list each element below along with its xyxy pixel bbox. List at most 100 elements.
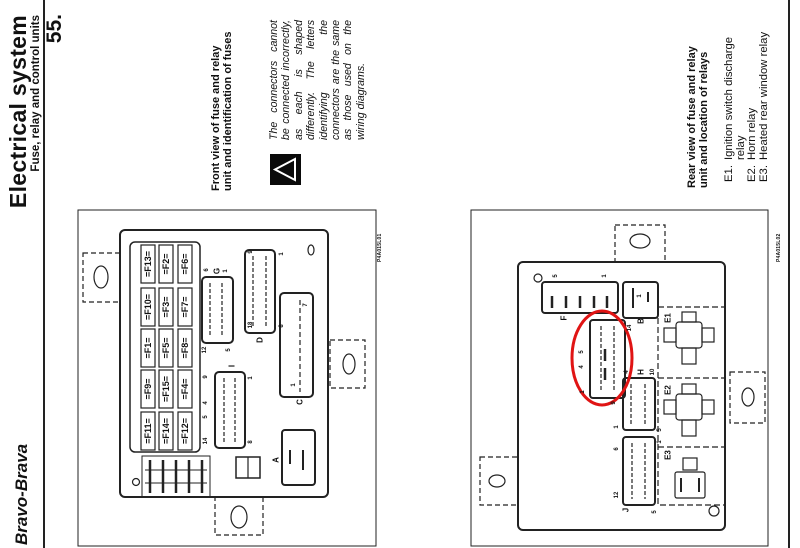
fuse-label: =F12= [180,418,190,444]
relay-label-e2: E2 [664,385,673,395]
pin-number: 9 [203,375,209,379]
pin-number: 12 [202,346,208,353]
pin-number: 1 [657,440,663,444]
mounting-hole [629,233,651,249]
fuse-label: =F5= [161,337,171,358]
pin-number: 10 [650,368,656,375]
mounting-hole [93,265,109,289]
fuse-label: =F6= [180,253,190,274]
pin-number: 1 [279,252,285,256]
connector-label-d: D [256,337,265,343]
mounting-hole [230,505,248,529]
fuse-slot [158,287,174,327]
brand-label: Bravo-Brava [12,443,31,545]
connector-f [541,281,619,314]
connector-label-g: G [213,268,222,274]
connector-j [622,436,656,506]
fuse-block [129,241,201,453]
relay-label-e3: E3 [664,450,673,460]
fuse-slot [177,244,193,284]
relay-id: E1. [723,165,735,182]
mounting-tab [479,456,519,506]
pin-number: 5 [203,415,209,419]
footer-rule [788,0,790,548]
connector-i [214,371,246,449]
pin-number: 6 [204,268,210,272]
pin-number: 1 [637,294,643,298]
relay-id: E3. [757,165,770,182]
relay-socket-e1 [663,311,715,365]
connector-label-i: I [228,365,237,367]
pin-number: 4 [203,401,209,405]
pin-number: 4 [624,370,630,374]
relay-slots [141,455,211,498]
fixing-hole [533,273,543,283]
connector-c [279,292,314,398]
pin-number: 4 [579,365,585,369]
mounting-tab [329,339,366,389]
front-figure-frame [77,209,377,547]
heading-line: Front view of fuse and relay [210,45,222,191]
relay-label-e1: E1 [664,313,673,323]
fuse-slot [177,328,193,368]
pin-number: 6 [614,447,620,451]
fuse-slot [140,328,156,368]
front-view-heading: Front view of fuse and relay unit and id… [210,19,234,192]
section-title: Electrical system [5,15,31,209]
fuse-slot [158,328,174,368]
mounting-tab [729,371,766,424]
connector-h [622,377,656,431]
fuse-slot [177,287,193,327]
page-number: 55. [43,14,66,44]
connector-a [281,429,316,486]
red-highlight-circle [570,309,634,407]
mounting-hole [488,474,506,488]
fuse-slot [177,411,193,451]
fuse-slot [140,287,156,327]
fuse-slot [140,244,156,284]
connector-label-j: J [622,508,631,512]
relay-label: Horn relay [746,107,758,160]
pin-number: 12 [614,491,620,498]
pin-number: 1 [223,269,229,273]
fuse-slot [158,369,174,409]
pin-number: 14 [627,324,633,331]
connector-label-b: B [637,318,646,324]
fuse-slot [158,244,174,284]
fuse-label: =F3= [161,296,171,317]
fuse-label: =F14= [161,418,171,444]
connector-g [201,276,234,344]
header-rule [43,0,45,548]
rear-view-diagram [470,209,769,547]
fuse-label: =F13= [143,251,153,277]
fuse-label: =F4= [180,378,190,399]
pin-number: 5 [657,428,663,432]
fuse-slot [177,369,193,409]
fuse-slot [140,369,156,409]
connector-d [244,249,276,334]
pin-number: 18 [248,321,254,328]
warning-note: The connectors cannot be connected incor… [268,20,367,140]
connector-label-c: C [296,399,305,405]
rear-figure-code: P4A015L02 [776,233,782,263]
relay-area [657,306,726,506]
fuse-label: =F2= [161,253,171,274]
section-subtitle: Fuse, relay and control units [30,15,42,172]
heading-line: unit and identification of fuses [222,31,234,192]
list-item: E2.Horn relay [746,17,759,182]
relay-label: Ignition switch discharge relay [723,36,747,160]
list-item: E3.Heated rear window relay [757,17,771,182]
fuse-slot [158,411,174,451]
fuse-label: =F15= [161,376,171,402]
connector-b [622,281,659,319]
pin-number: 5 [579,350,585,354]
pin-number: 9 [611,401,617,405]
list-item: E1. Ignition switch discharge relay [723,17,747,182]
pin-number: 7 [303,303,309,307]
pin-number: 1 [248,376,254,380]
pin-number: 14 [203,437,209,444]
fuse-label: =F7= [180,296,190,317]
mounting-tab [82,252,121,303]
